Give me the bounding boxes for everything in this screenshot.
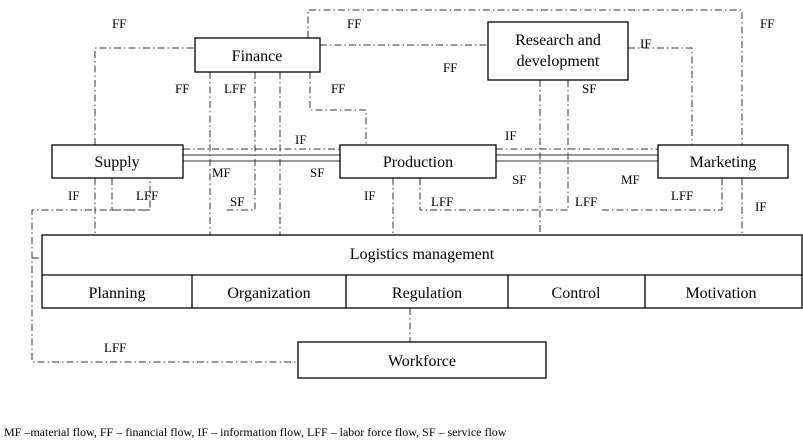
supply-node: Supply	[51, 144, 184, 179]
finance-node: Finance	[194, 37, 321, 73]
svg-text:Supply: Supply	[94, 154, 139, 171]
connector-lines	[31, 9, 743, 363]
label-mf: MF	[212, 165, 231, 180]
workforce-node: Workforce	[297, 341, 547, 379]
label-lff: LFF	[136, 188, 158, 203]
function-motivation: Motivation	[685, 285, 756, 302]
label-sf: SF	[230, 194, 244, 209]
rnd-node: Research and development	[487, 21, 629, 81]
flow-labels: FF FF FF FF IF FF LFF FF SF IF IF MF SF …	[68, 16, 774, 355]
svg-text:development: development	[517, 53, 600, 70]
label-ff: FF	[331, 81, 345, 96]
label-if: IF	[755, 199, 767, 214]
svg-text:Marketing: Marketing	[690, 154, 757, 171]
label-if: IF	[68, 188, 80, 203]
label-sf: SF	[310, 165, 324, 180]
label-sf: SF	[582, 81, 596, 96]
function-organization: Organization	[227, 285, 310, 302]
production-node: Production	[339, 144, 497, 179]
logistics-title: Logistics management	[350, 246, 495, 263]
label-ff: FF	[347, 16, 361, 31]
svg-text:Research and: Research and	[515, 32, 601, 49]
label-ff: FF	[112, 16, 126, 31]
svg-text:Workforce: Workforce	[388, 353, 456, 370]
label-if: IF	[505, 128, 517, 143]
svg-text:Production: Production	[383, 154, 453, 171]
label-ff: FF	[443, 60, 457, 75]
function-regulation: Regulation	[392, 285, 462, 302]
label-lff: LFF	[671, 188, 693, 203]
label-lff: LFF	[104, 340, 126, 355]
label-if: IF	[364, 188, 376, 203]
label-sf: SF	[512, 172, 526, 187]
label-lff: LFF	[224, 81, 246, 96]
legend-caption: MF –material flow, FF – financial flow, …	[4, 425, 507, 439]
label-mf: MF	[621, 172, 640, 187]
logistics-block: Logistics management Planning Organizati…	[41, 234, 803, 309]
label-lff: LFF	[431, 194, 453, 209]
svg-text:Finance: Finance	[232, 48, 283, 65]
function-control: Control	[552, 285, 601, 302]
label-lff: LFF	[575, 194, 597, 209]
label-if: IF	[640, 36, 652, 51]
label-ff: FF	[175, 81, 189, 96]
label-if: IF	[295, 132, 307, 147]
function-planning: Planning	[89, 285, 146, 302]
label-ff: FF	[760, 16, 774, 31]
marketing-node: Marketing	[657, 144, 789, 179]
